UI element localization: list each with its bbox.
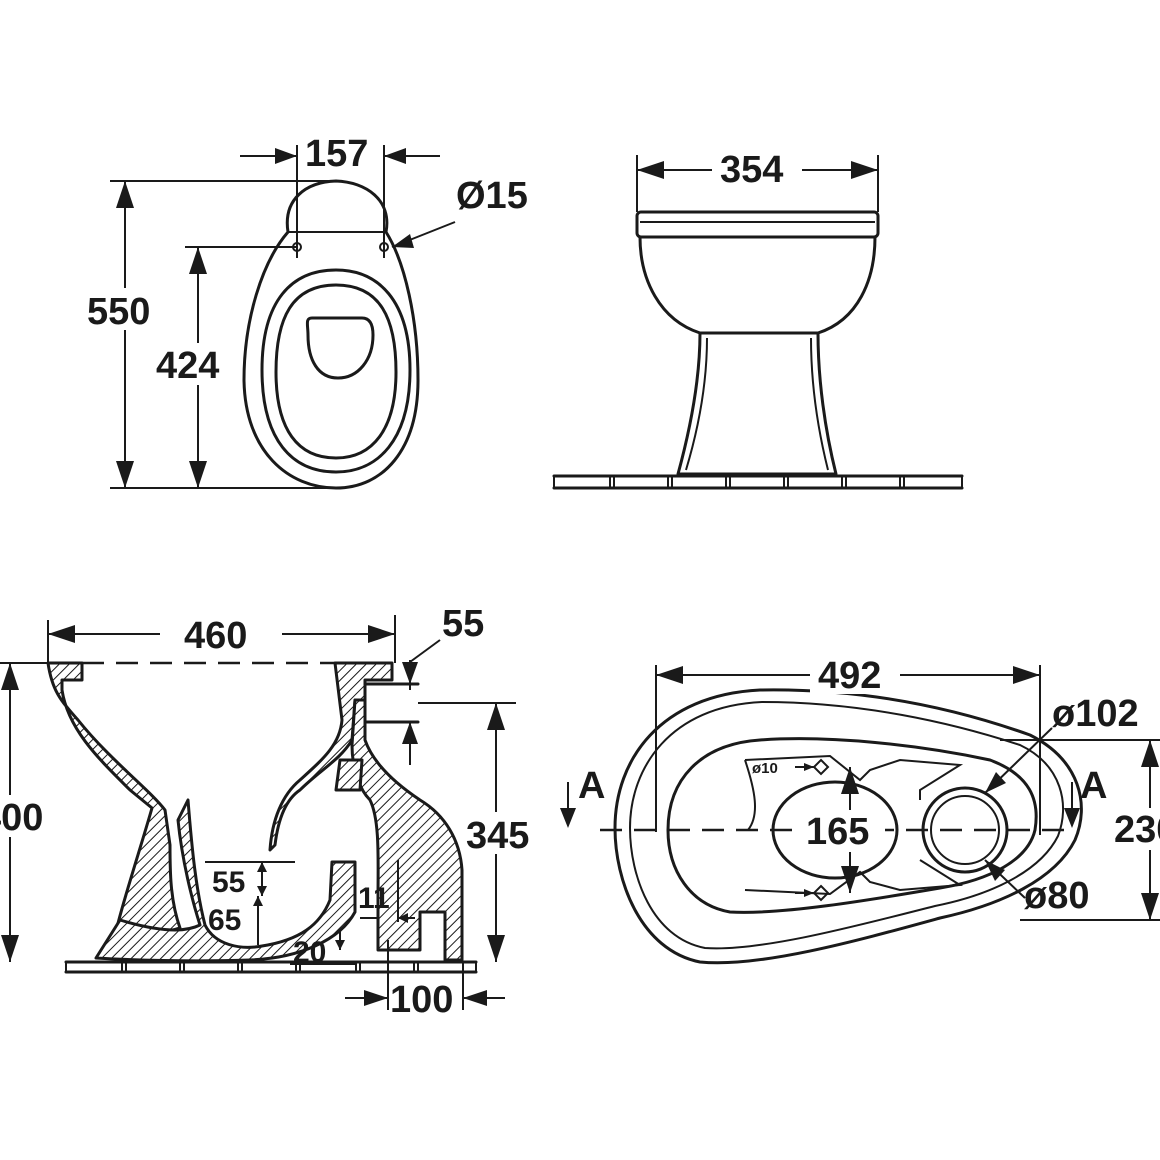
front-view: 354 [552, 148, 964, 490]
dim-55-seal: 55 [212, 866, 245, 899]
dim-hole-15: Ø15 [456, 175, 528, 217]
dim-165: 165 [806, 811, 869, 853]
dim-100: 100 [390, 979, 453, 1021]
floor-tiles [553, 476, 963, 488]
dim-dia-102: ø102 [1052, 693, 1139, 735]
plan-outer [613, 688, 1083, 965]
dim-hole-10: ø10 [752, 760, 778, 777]
pan-outline [242, 179, 420, 490]
plan-view: ø10 165 492 ø102 ø80 230 [560, 652, 1160, 965]
dim-550: 550 [87, 291, 150, 333]
water-area [305, 316, 375, 380]
plan-rim [628, 700, 1065, 950]
bowl-wall-right [268, 661, 394, 852]
dim-65: 65 [208, 904, 241, 937]
pedestal [676, 331, 838, 476]
dim-354: 354 [720, 149, 783, 191]
drain-inner [930, 795, 1000, 865]
dim-400: 400 [0, 797, 43, 839]
bowl-body [638, 235, 877, 335]
dim-dia-80: ø80 [1024, 875, 1089, 917]
dim-345: 345 [466, 815, 529, 857]
dim-492: 492 [818, 655, 881, 697]
section-mark-a-left: A [578, 765, 605, 807]
top-view: 157 Ø15 550 424 [85, 133, 528, 490]
dim-11: 11 [358, 882, 390, 915]
seat-ring [260, 268, 412, 474]
dim-157: 157 [305, 133, 368, 175]
section-view: 460 55 400 345 55 65 20 [0, 603, 542, 1021]
section-mark-a-right: A [1080, 765, 1107, 807]
dim-460: 460 [184, 615, 247, 657]
rim [635, 210, 880, 239]
outlet-spigot [350, 698, 464, 962]
dim-55-offset: 55 [442, 603, 484, 645]
dim-424: 424 [156, 345, 219, 387]
bowl-wall-left [46, 661, 182, 950]
bowl-opening [274, 283, 398, 460]
dim-230: 230 [1114, 809, 1160, 851]
trap-section [94, 798, 357, 963]
